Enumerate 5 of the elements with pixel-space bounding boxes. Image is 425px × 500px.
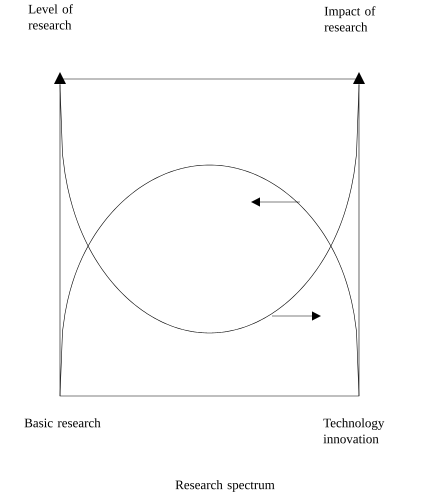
- axis-label: Basic research: [24, 418, 101, 428]
- axis-label: Research spectrum: [176, 480, 275, 492]
- axis-label: Level of research: [28, 4, 73, 30]
- axis-label: Impact of research: [324, 6, 376, 32]
- axis-label: Technology innovation: [323, 418, 384, 444]
